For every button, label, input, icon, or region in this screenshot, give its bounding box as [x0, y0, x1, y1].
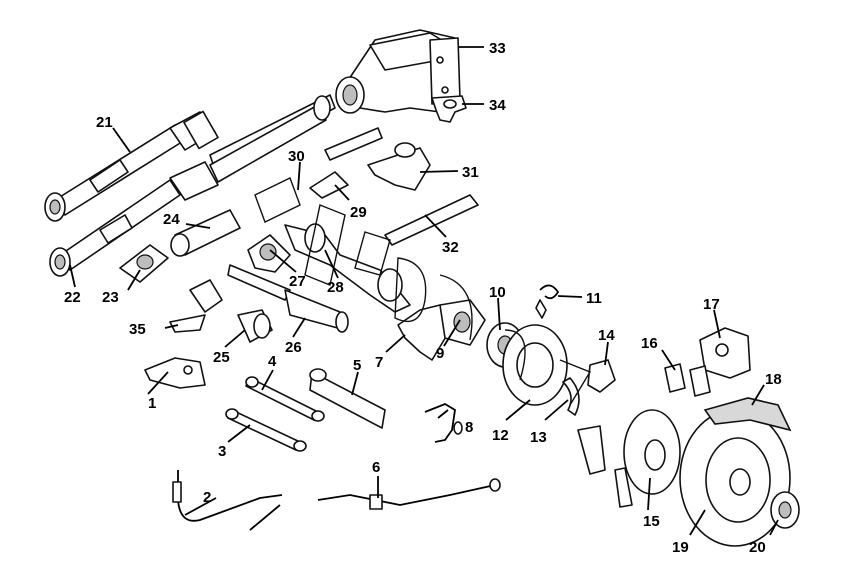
callout-11: 11 [586, 290, 602, 307]
part-25-boot [189, 279, 273, 343]
part-4-lower-link [245, 376, 325, 422]
callout-27: 27 [289, 273, 306, 290]
part-14-brake-shoe [587, 359, 616, 393]
callout-16: 16 [641, 335, 658, 352]
part-6-parking-cable [317, 478, 501, 510]
part-11-abs-sensor [535, 284, 560, 319]
callout-18: 18 [765, 371, 782, 388]
part-9-hub-bearing [439, 299, 486, 346]
part-1-bracket [144, 357, 206, 389]
part-2-parking-cable [172, 470, 283, 531]
part-33-differential-carrier [335, 29, 461, 114]
callout-30: 30 [288, 148, 305, 165]
part-15-brake-disc [623, 409, 681, 495]
part-19-wheel-tire [679, 409, 791, 547]
part-29-bracket [309, 171, 349, 199]
callout-8: 8 [465, 419, 473, 436]
callout-32: 32 [442, 239, 459, 256]
watermark-logo [254, 177, 592, 406]
callout-35: 35 [129, 321, 146, 338]
part-31-upper-arm [367, 142, 431, 191]
callout-19: 19 [672, 539, 689, 556]
callout-34: 34 [489, 97, 506, 114]
callout-31: 31 [462, 164, 479, 181]
part-27-cv-boot [247, 234, 291, 273]
part-caliper-bracket [577, 425, 633, 508]
callout-13: 13 [530, 429, 547, 446]
callout-21: 21 [96, 114, 113, 131]
callout-6: 6 [372, 459, 380, 476]
callout-1: 1 [148, 395, 156, 412]
leader-lines [69, 46, 779, 536]
part-23-center-bearing [119, 244, 169, 283]
callout-17: 17 [703, 296, 720, 313]
part-20-center-cap [770, 491, 800, 529]
callout-7: 7 [375, 354, 383, 371]
part-24-inner-cv-joint [170, 209, 241, 257]
callout-9: 9 [436, 345, 444, 362]
part-12-backing-plate [502, 324, 568, 406]
callout-5: 5 [353, 357, 361, 374]
part-18-tire [703, 397, 792, 432]
callout-4: 4 [268, 353, 277, 370]
part-8-abs-wire [424, 402, 463, 443]
callout-2: 2 [203, 489, 211, 506]
callout-15: 15 [643, 513, 660, 530]
callout-29: 29 [350, 204, 367, 221]
part-30-link-bracket [324, 127, 383, 161]
callout-22: 22 [64, 289, 81, 306]
part-17-caliper [699, 327, 751, 379]
part-32-lateral-link [384, 194, 479, 246]
part-22-propeller-shaft-rear [49, 95, 331, 277]
part-16-brake-pads [664, 363, 711, 397]
part-5-control-arm [309, 368, 386, 429]
callout-28: 28 [327, 279, 344, 296]
callout-20: 20 [749, 539, 766, 556]
callout-33: 33 [489, 40, 506, 57]
callout-24: 24 [163, 211, 180, 228]
callout-25: 25 [213, 349, 230, 366]
part-34-pinion-flange [431, 95, 467, 123]
callout-3: 3 [218, 443, 226, 460]
part-3-lower-link [225, 408, 307, 452]
callout-10: 10 [489, 284, 506, 301]
part-13-brake-shoe [562, 377, 580, 416]
callout-26: 26 [285, 339, 302, 356]
callout-23: 23 [102, 289, 119, 306]
callout-14: 14 [598, 327, 615, 344]
part-26-drive-shaft [227, 264, 349, 333]
callout-labels: 1 2 3 4 5 6 7 8 9 10 11 12 13 14 15 16 1… [64, 40, 782, 556]
part-35-clip [169, 314, 206, 333]
callout-12: 12 [492, 427, 509, 444]
